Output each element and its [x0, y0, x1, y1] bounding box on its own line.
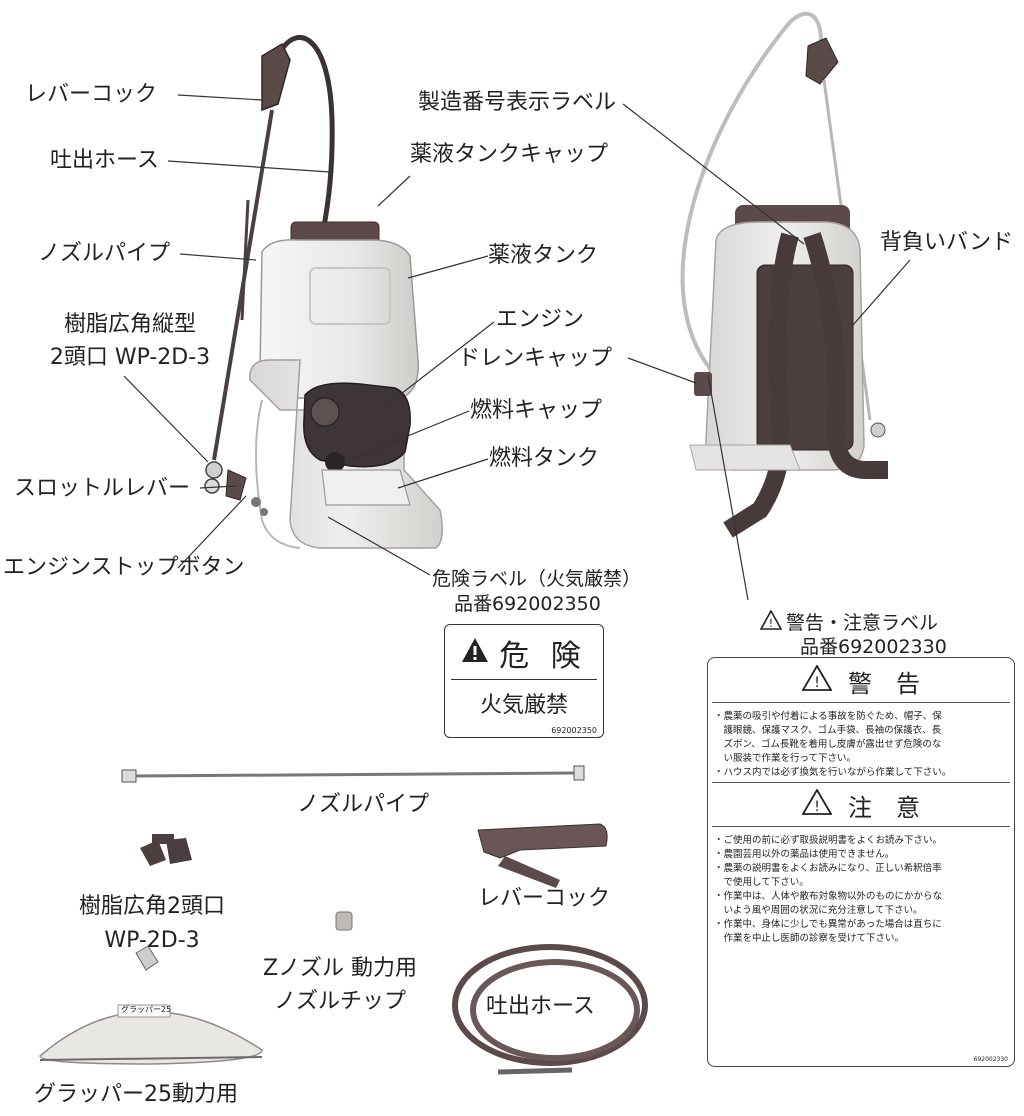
- accessory-nozzle-pipe-shape: [121, 765, 585, 783]
- caution-line: いよう風や周囲の状況に充分注意して下さい。: [714, 905, 923, 916]
- caution-line: ・農園芸用以外の薬品は使用できません。: [714, 849, 895, 860]
- label-lever-cock: レバーコック: [25, 82, 158, 107]
- grapper-sticker-text: グラッパー25: [121, 1005, 172, 1014]
- label-warning-title-row: ! 警告・注意ラベル: [759, 609, 939, 636]
- warning-line: い服装で作業を行って下さい。: [714, 753, 857, 764]
- warning-heading: ! 警 告: [708, 664, 1014, 698]
- accessory-label-lever-cock: レバーコック: [478, 886, 611, 911]
- caution-text: ・ご使用の前に必ず取扱説明書をよくお読み下さい。・農園芸用以外の薬品は使用できま…: [714, 834, 1008, 946]
- accessory-lever-cock-shape: [477, 823, 608, 888]
- danger-sticker-title: 危 険: [499, 639, 587, 674]
- caution-line: ・ご使用の前に必ず取扱説明書をよくお読み下さい。: [714, 835, 943, 846]
- svg-text:!: !: [814, 675, 820, 691]
- warning-sticker-code: 692002330: [973, 1056, 1008, 1063]
- accessory-label-z-nozzle-line1: Zノズル 動力用: [262, 956, 418, 981]
- accessory-2head-nozzle-shape: [140, 834, 192, 866]
- caution-line: で使用して下さい。: [714, 877, 809, 888]
- label-drain-cap: ドレンキャップ: [458, 346, 613, 371]
- label-engine-stop-button: エンジンストップボタン: [3, 555, 245, 580]
- accessory-label-hose: 吐出ホース: [486, 994, 595, 1019]
- caution-line: ・作業中、身体に少しでも異常があった場合は直ちに: [714, 919, 942, 930]
- label-nozzle-pipe: ノズルパイプ: [38, 241, 171, 266]
- warning-heading-icon: !: [801, 664, 833, 697]
- caution-line: ・作業中は、人体や散布対象物以外のものにかからな: [714, 891, 943, 902]
- caution-line: 作業を中止し医師の診察を受けて下さい。: [714, 933, 905, 944]
- label-discharge-hose: 吐出ホース: [50, 148, 159, 173]
- label-throttle-lever: スロットルレバー: [14, 476, 191, 501]
- svg-text:!: !: [769, 617, 773, 630]
- caution-heading: ! 注 意: [708, 788, 1014, 822]
- warning-line: ズボン、ゴム長靴を着用し皮膚が露出せず危険のな: [714, 739, 942, 750]
- accessory-z-nozzle-shape: [335, 911, 353, 931]
- label-danger-title: 危険ラベル（火気厳禁）: [432, 568, 642, 590]
- accessory-label-2head-line2: WP-2D-3: [104, 928, 200, 953]
- accessory-label-z-nozzle-line2: ノズルチップ: [273, 989, 406, 1014]
- accessory-grapper-shape: [39, 945, 263, 1065]
- warning-heading-text: 警 告: [848, 669, 920, 698]
- svg-text:!: !: [814, 799, 820, 815]
- accessory-label-grapper: グラッパー25動力用: [34, 1082, 238, 1107]
- caution-heading-icon: !: [801, 788, 833, 821]
- label-serial-label: 製造番号表示ラベル: [418, 90, 617, 115]
- label-engine: エンジン: [496, 307, 585, 332]
- front-sprayer: [204, 34, 443, 549]
- label-tank: 薬液タンク: [488, 243, 599, 268]
- label-nozzle-resin-line2: 2頭口 WP-2D-3: [49, 345, 211, 370]
- label-warning-part: 品番692002330: [800, 636, 947, 658]
- label-tank-cap: 薬液タンクキャップ: [410, 142, 609, 167]
- label-fuel-cap: 燃料キャップ: [470, 398, 603, 423]
- accessory-label-nozzle-pipe: ノズルパイプ: [297, 792, 430, 817]
- back-sprayer: [680, 12, 888, 538]
- caution-line: ・農薬の説明書をよくお読みになり、正しい希釈倍率: [714, 863, 942, 874]
- label-nozzle-resin-line1: 樹脂広角縦型: [63, 312, 196, 337]
- label-danger-part: 品番692002350: [454, 593, 601, 615]
- danger-sticker-body: 火気厳禁: [479, 693, 568, 718]
- danger-sticker: 危 険 火気厳禁 692002350: [444, 624, 604, 738]
- accessory-label-2head-line1: 樹脂広角2頭口: [79, 894, 225, 919]
- warning-text: ・農薬の吸引や付着による事故を防ぐため、帽子、保 護眼鏡、保護マスク、ゴム手袋、…: [714, 710, 1008, 780]
- label-fuel-tank: 燃料タンク: [489, 446, 600, 471]
- warning-triangle-icon: !: [759, 609, 783, 636]
- warning-sticker: ! 警 告 ・農薬の吸引や付着による事故を防ぐため、帽子、保 護眼鏡、保護マスク…: [707, 657, 1015, 1067]
- warning-line: ・ハウス内では必ず換気を行いながら作業して下さい。: [714, 767, 952, 778]
- danger-triangle-icon: [461, 636, 489, 671]
- label-shoulder-band: 背負いバンド: [880, 230, 1014, 255]
- caution-heading-text: 注 意: [848, 793, 920, 822]
- warning-line: 護眼鏡、保護マスク、ゴム手袋、長袖の保護衣、長: [714, 725, 942, 736]
- warning-line: ・農薬の吸引や付着による事故を防ぐため、帽子、保: [714, 711, 942, 722]
- label-warning-title: 警告・注意ラベル: [786, 611, 939, 634]
- danger-sticker-code: 692002350: [551, 726, 597, 735]
- accessory-hose-shape: [452, 944, 648, 1075]
- leader-lines: [123, 94, 911, 601]
